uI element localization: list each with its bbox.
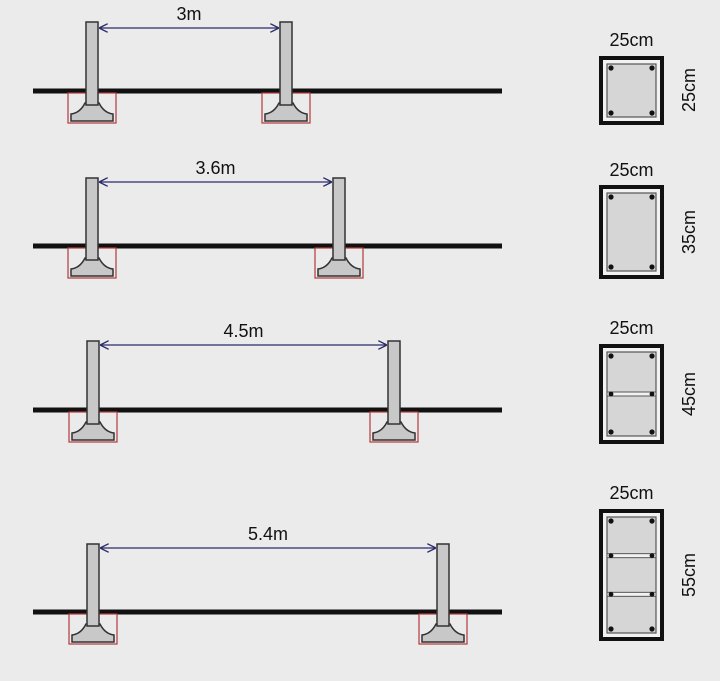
section-width-label: 25cm [609, 160, 653, 180]
rebar-dot [608, 553, 614, 559]
stirrup [606, 192, 657, 272]
beam-cross-section [599, 185, 664, 279]
rebar-dot [649, 264, 655, 270]
section-width-label: 25cm [609, 318, 653, 338]
rebar-dot [649, 353, 655, 359]
rebar-dot [649, 518, 655, 524]
right-column [314, 177, 364, 279]
rebar-dot [608, 518, 614, 524]
rebar-dot [649, 110, 655, 116]
rebar-dot [608, 264, 614, 270]
beam-cross-section [599, 56, 664, 125]
left-column [68, 340, 118, 443]
section-width-label: 25cm [609, 483, 653, 503]
section-depth-label: 55cm [679, 553, 699, 597]
beam-row-2: 3.6m 25cm 35cm [33, 158, 699, 279]
column [85, 177, 99, 261]
stirrup [606, 63, 657, 118]
footing [70, 257, 114, 277]
beam-row-3: 4.5m 25cm 45cm [33, 318, 699, 444]
rebar-dot [649, 429, 655, 435]
span-label: 4.5m [223, 321, 263, 341]
beam-row-4: 5.4m 25cm 55cm [33, 483, 699, 645]
span-label: 3.6m [195, 158, 235, 178]
footing [372, 421, 416, 441]
column [332, 177, 346, 261]
footing [421, 623, 465, 643]
left-column [68, 543, 118, 645]
right-column [369, 340, 419, 443]
rebar-dot [649, 65, 655, 71]
section-depth-label: 35cm [679, 210, 699, 254]
column [387, 340, 401, 425]
section-depth-label: 25cm [679, 68, 699, 112]
stirrup [606, 516, 657, 634]
span-label: 5.4m [248, 524, 288, 544]
rebar-dot [649, 194, 655, 200]
beam-row-1: 3m 25cm 25cm [33, 4, 699, 125]
beam-cross-section [599, 344, 664, 444]
rebar-dot [608, 110, 614, 116]
column [85, 21, 99, 106]
beam-cross-section [599, 509, 664, 641]
rebar-dot [649, 626, 655, 632]
rebar-dot [608, 353, 614, 359]
rebar-dot [608, 194, 614, 200]
left-column [67, 177, 117, 279]
rebar-dot [608, 65, 614, 71]
rebar-dot [608, 626, 614, 632]
stirrup-bar [606, 591, 657, 597]
rebar-dot [608, 391, 614, 397]
rebar-dot [649, 391, 655, 397]
footing [264, 102, 308, 122]
column [86, 340, 100, 425]
right-column [418, 543, 468, 645]
footing [71, 623, 115, 643]
column [279, 21, 293, 106]
footing [317, 257, 361, 277]
right-column [261, 21, 311, 124]
section-depth-label: 45cm [679, 372, 699, 416]
footing [70, 102, 114, 122]
stirrup-bar [606, 391, 657, 397]
rebar-dot [608, 429, 614, 435]
rebar-dot [608, 591, 614, 597]
section-width-label: 25cm [609, 30, 653, 50]
column [86, 543, 100, 627]
left-column [67, 21, 117, 124]
column [436, 543, 450, 627]
span-label: 3m [176, 4, 201, 24]
footing [71, 421, 115, 441]
rebar-dot [649, 591, 655, 597]
stirrup-bar [606, 553, 657, 559]
rebar-dot [649, 553, 655, 559]
